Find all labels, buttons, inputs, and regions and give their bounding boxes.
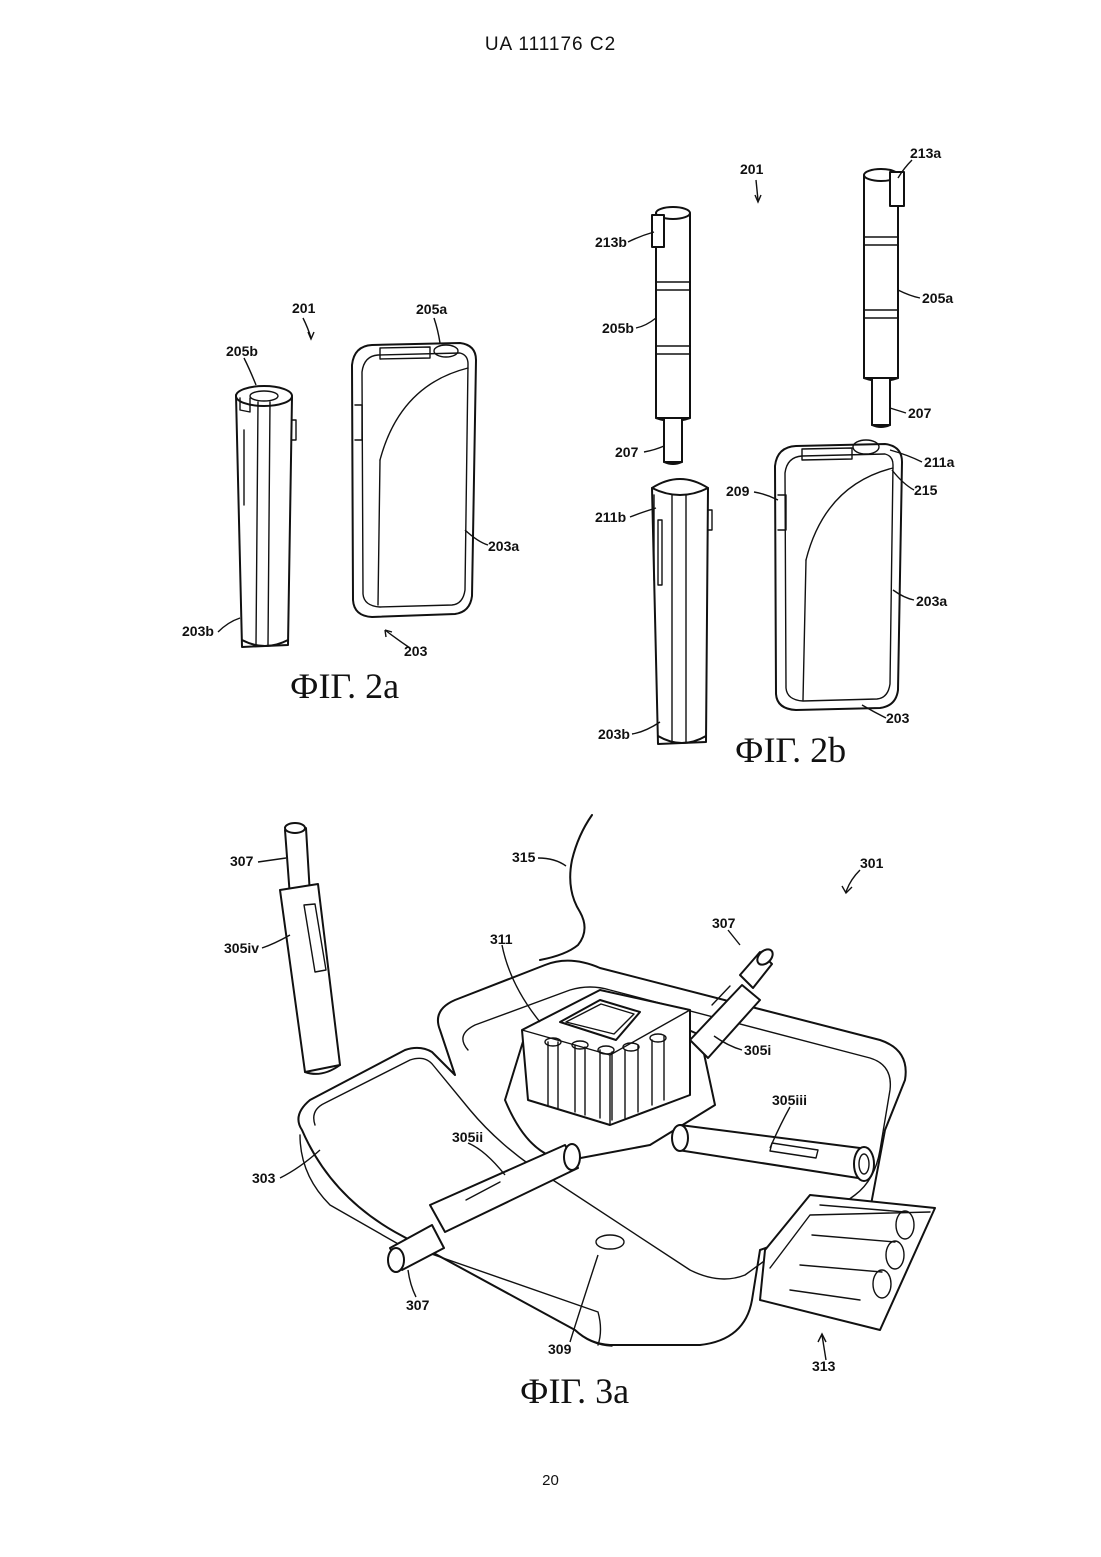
ref-label: 207: [615, 444, 639, 460]
ref-label: 211a: [924, 454, 955, 470]
ref-label: 205a: [416, 301, 447, 317]
ref-label: 213b: [595, 234, 627, 250]
figure-2b: 201 213a 213b 205b 205a 207 207 211a 215…: [595, 145, 955, 770]
ref-label: 305iv: [224, 940, 259, 956]
ref-label: 205b: [602, 320, 634, 336]
rod-drawing-205b: [652, 207, 690, 464]
ref-label: 203: [404, 643, 428, 659]
holder-drawing-203b: [652, 479, 712, 744]
ref-label: 305ii: [452, 1129, 483, 1145]
ref-label: 211b: [595, 509, 626, 525]
ref-label: 213a: [910, 145, 941, 161]
figure-caption: ФІГ. 2b: [735, 730, 846, 770]
case-drawing-203a: [352, 343, 476, 617]
ref-label: 309: [548, 1341, 572, 1357]
ref-label: 205a: [922, 290, 953, 306]
ref-label: 201: [740, 161, 764, 177]
ref-label: 307: [230, 853, 254, 869]
ref-label: 203b: [182, 623, 214, 639]
ref-label: 205b: [226, 343, 258, 359]
device-drawing-305iv: [280, 823, 340, 1074]
ref-label: 313: [812, 1358, 836, 1374]
figure-caption: ФІГ. 3a: [520, 1371, 629, 1411]
ref-label: 311: [490, 931, 513, 947]
ref-label: 203: [886, 710, 910, 726]
ref-label: 307: [712, 915, 736, 931]
ref-label: 203b: [598, 726, 630, 742]
ref-label: 305iii: [772, 1092, 807, 1108]
ref-label: 305i: [744, 1042, 771, 1058]
figure-3a: 307 315 301 305iv 311 307 305i 305iii 30…: [224, 815, 935, 1411]
rod-drawing-205a: [864, 169, 904, 427]
case-drawing-203a: [775, 440, 902, 710]
cylinder-drawing-203b: [236, 386, 296, 647]
ref-label: 315: [512, 849, 536, 865]
figure-2a: 201 205b 205a 203a 203b 203 ФІГ. 2a: [182, 300, 519, 706]
ref-label: 307: [406, 1297, 430, 1313]
ref-label: 207: [908, 405, 932, 421]
ref-label: 301: [860, 855, 884, 871]
page-number: 20: [0, 1472, 1101, 1489]
ref-label: 203a: [916, 593, 947, 609]
ref-label: 209: [726, 483, 750, 499]
figure-caption: ФІГ. 2a: [290, 666, 399, 706]
ref-label: 203a: [488, 538, 519, 554]
ref-label: 303: [252, 1170, 276, 1186]
ref-label: 201: [292, 300, 316, 316]
cable-drawing-315: [540, 815, 592, 960]
ref-label: 215: [914, 482, 938, 498]
